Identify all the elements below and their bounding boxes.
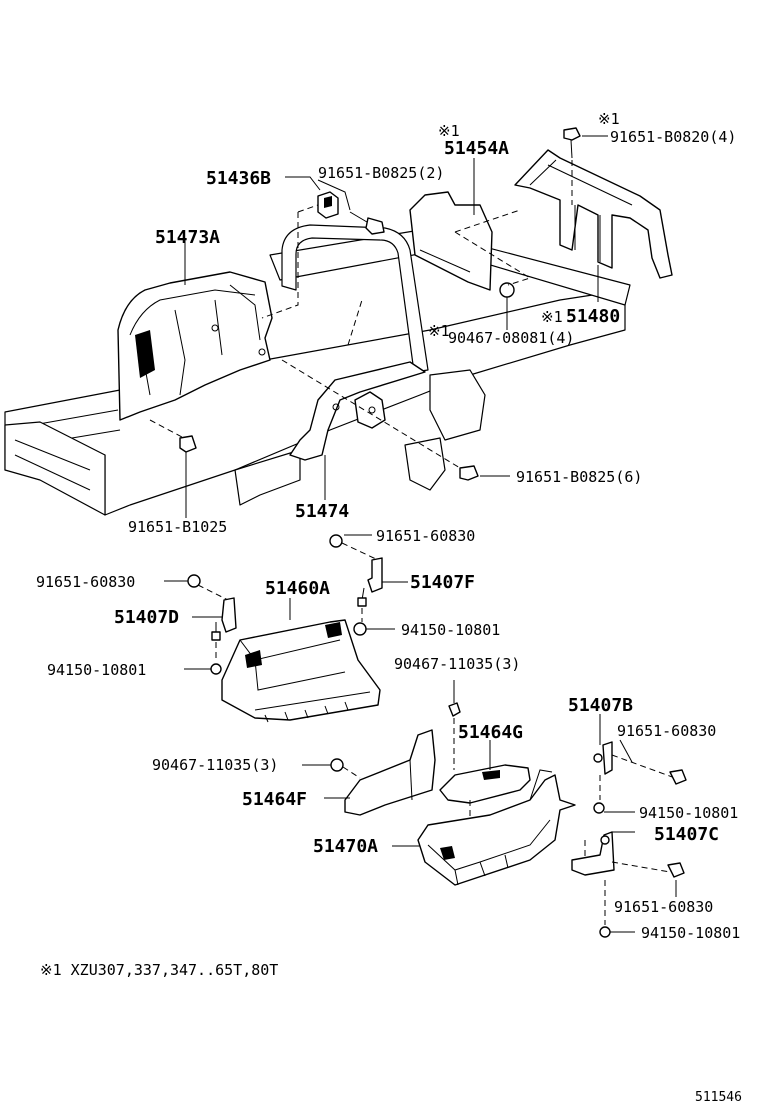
- label-91651-b0820: 91651-B0820(4): [610, 128, 736, 146]
- label-51407d: 51407D: [114, 607, 179, 628]
- nut-10801-a-icon: [353, 622, 367, 636]
- label-51407c: 51407C: [654, 824, 719, 845]
- label-51460a: 51460A: [265, 578, 330, 599]
- mark-08081: ※1: [428, 322, 450, 340]
- bolt-b0825-top-icon: [349, 211, 385, 235]
- footnote: ※1 XZU307,337,347..65T,80T: [40, 961, 278, 979]
- leader-lines: [164, 135, 677, 933]
- label-51464f: 51464F: [242, 789, 307, 810]
- part-51470a-shape: [417, 769, 576, 886]
- label-91651-60830-d: 91651-60830: [614, 898, 713, 916]
- label-94150-10801-c: 94150-10801: [639, 804, 738, 822]
- label-90467-08081: 90467-08081(4): [448, 329, 574, 347]
- bolt-b0825-mid-icon: [459, 465, 479, 481]
- label-91651-60830-a: 91651-60830: [376, 527, 475, 545]
- label-51436b: 51436B: [206, 168, 271, 189]
- figure-code: 511546: [695, 1090, 742, 1105]
- part-51474-shape: [289, 361, 426, 461]
- label-91651-60830-b: 91651-60830: [36, 573, 135, 591]
- label-51470a: 51470A: [313, 836, 378, 857]
- label-91651-60830-c: 91651-60830: [617, 722, 716, 740]
- part-51407f-shape: [329, 534, 383, 622]
- label-94150-10801-a: 94150-10801: [401, 621, 500, 639]
- label-51464g: 51464G: [458, 722, 523, 743]
- part-51436b-shape: [317, 191, 339, 219]
- label-51474: 51474: [295, 501, 349, 522]
- part-51464g-shape: [439, 764, 531, 804]
- clip-11035-a-icon: [448, 690, 461, 770]
- label-90467-11035-a: 90467-11035(3): [394, 655, 520, 673]
- mark-51480: ※1: [541, 308, 563, 326]
- bolt-b1025-icon: [179, 435, 197, 453]
- clip-11035-b-icon: [330, 758, 361, 779]
- part-51473a-shape: [117, 271, 273, 421]
- part-51460a-shape: [221, 619, 381, 723]
- label-51407b: 51407B: [568, 695, 633, 716]
- label-91651-b0825-6: 91651-B0825(6): [516, 468, 642, 486]
- label-91651-b0825-2: 91651-B0825(2): [318, 164, 444, 182]
- label-91651-b1025: 91651-B1025: [128, 518, 227, 536]
- mark-b0820: ※1: [598, 110, 620, 128]
- clip-08081-icon: [499, 282, 515, 305]
- label-51407f: 51407F: [410, 572, 475, 593]
- label-51454a: 51454A: [444, 138, 509, 159]
- part-51464f-shape: [344, 729, 436, 816]
- bolt-b0820-icon: [563, 127, 581, 159]
- part-51454a-shape: [409, 191, 493, 291]
- part-51480-shape: [514, 149, 673, 279]
- label-51473a: 51473A: [155, 227, 220, 248]
- label-94150-10801-b: 94150-10801: [47, 661, 146, 679]
- label-51480: 51480: [566, 306, 620, 327]
- label-90467-11035-b: 90467-11035(3): [152, 756, 278, 774]
- mark-51454a: ※1: [438, 122, 460, 140]
- assembly-lines-upper: [149, 160, 573, 469]
- label-94150-10801-d: 94150-10801: [641, 924, 740, 942]
- part-51407c-shape: [571, 831, 685, 938]
- part-51407b-shape: [593, 741, 687, 814]
- part-51407d-shape: [187, 574, 237, 675]
- labels: ※1 91651-B0820(4) ※1 51454A 51436B 91651…: [36, 110, 742, 1105]
- chassis-frame: [4, 224, 631, 516]
